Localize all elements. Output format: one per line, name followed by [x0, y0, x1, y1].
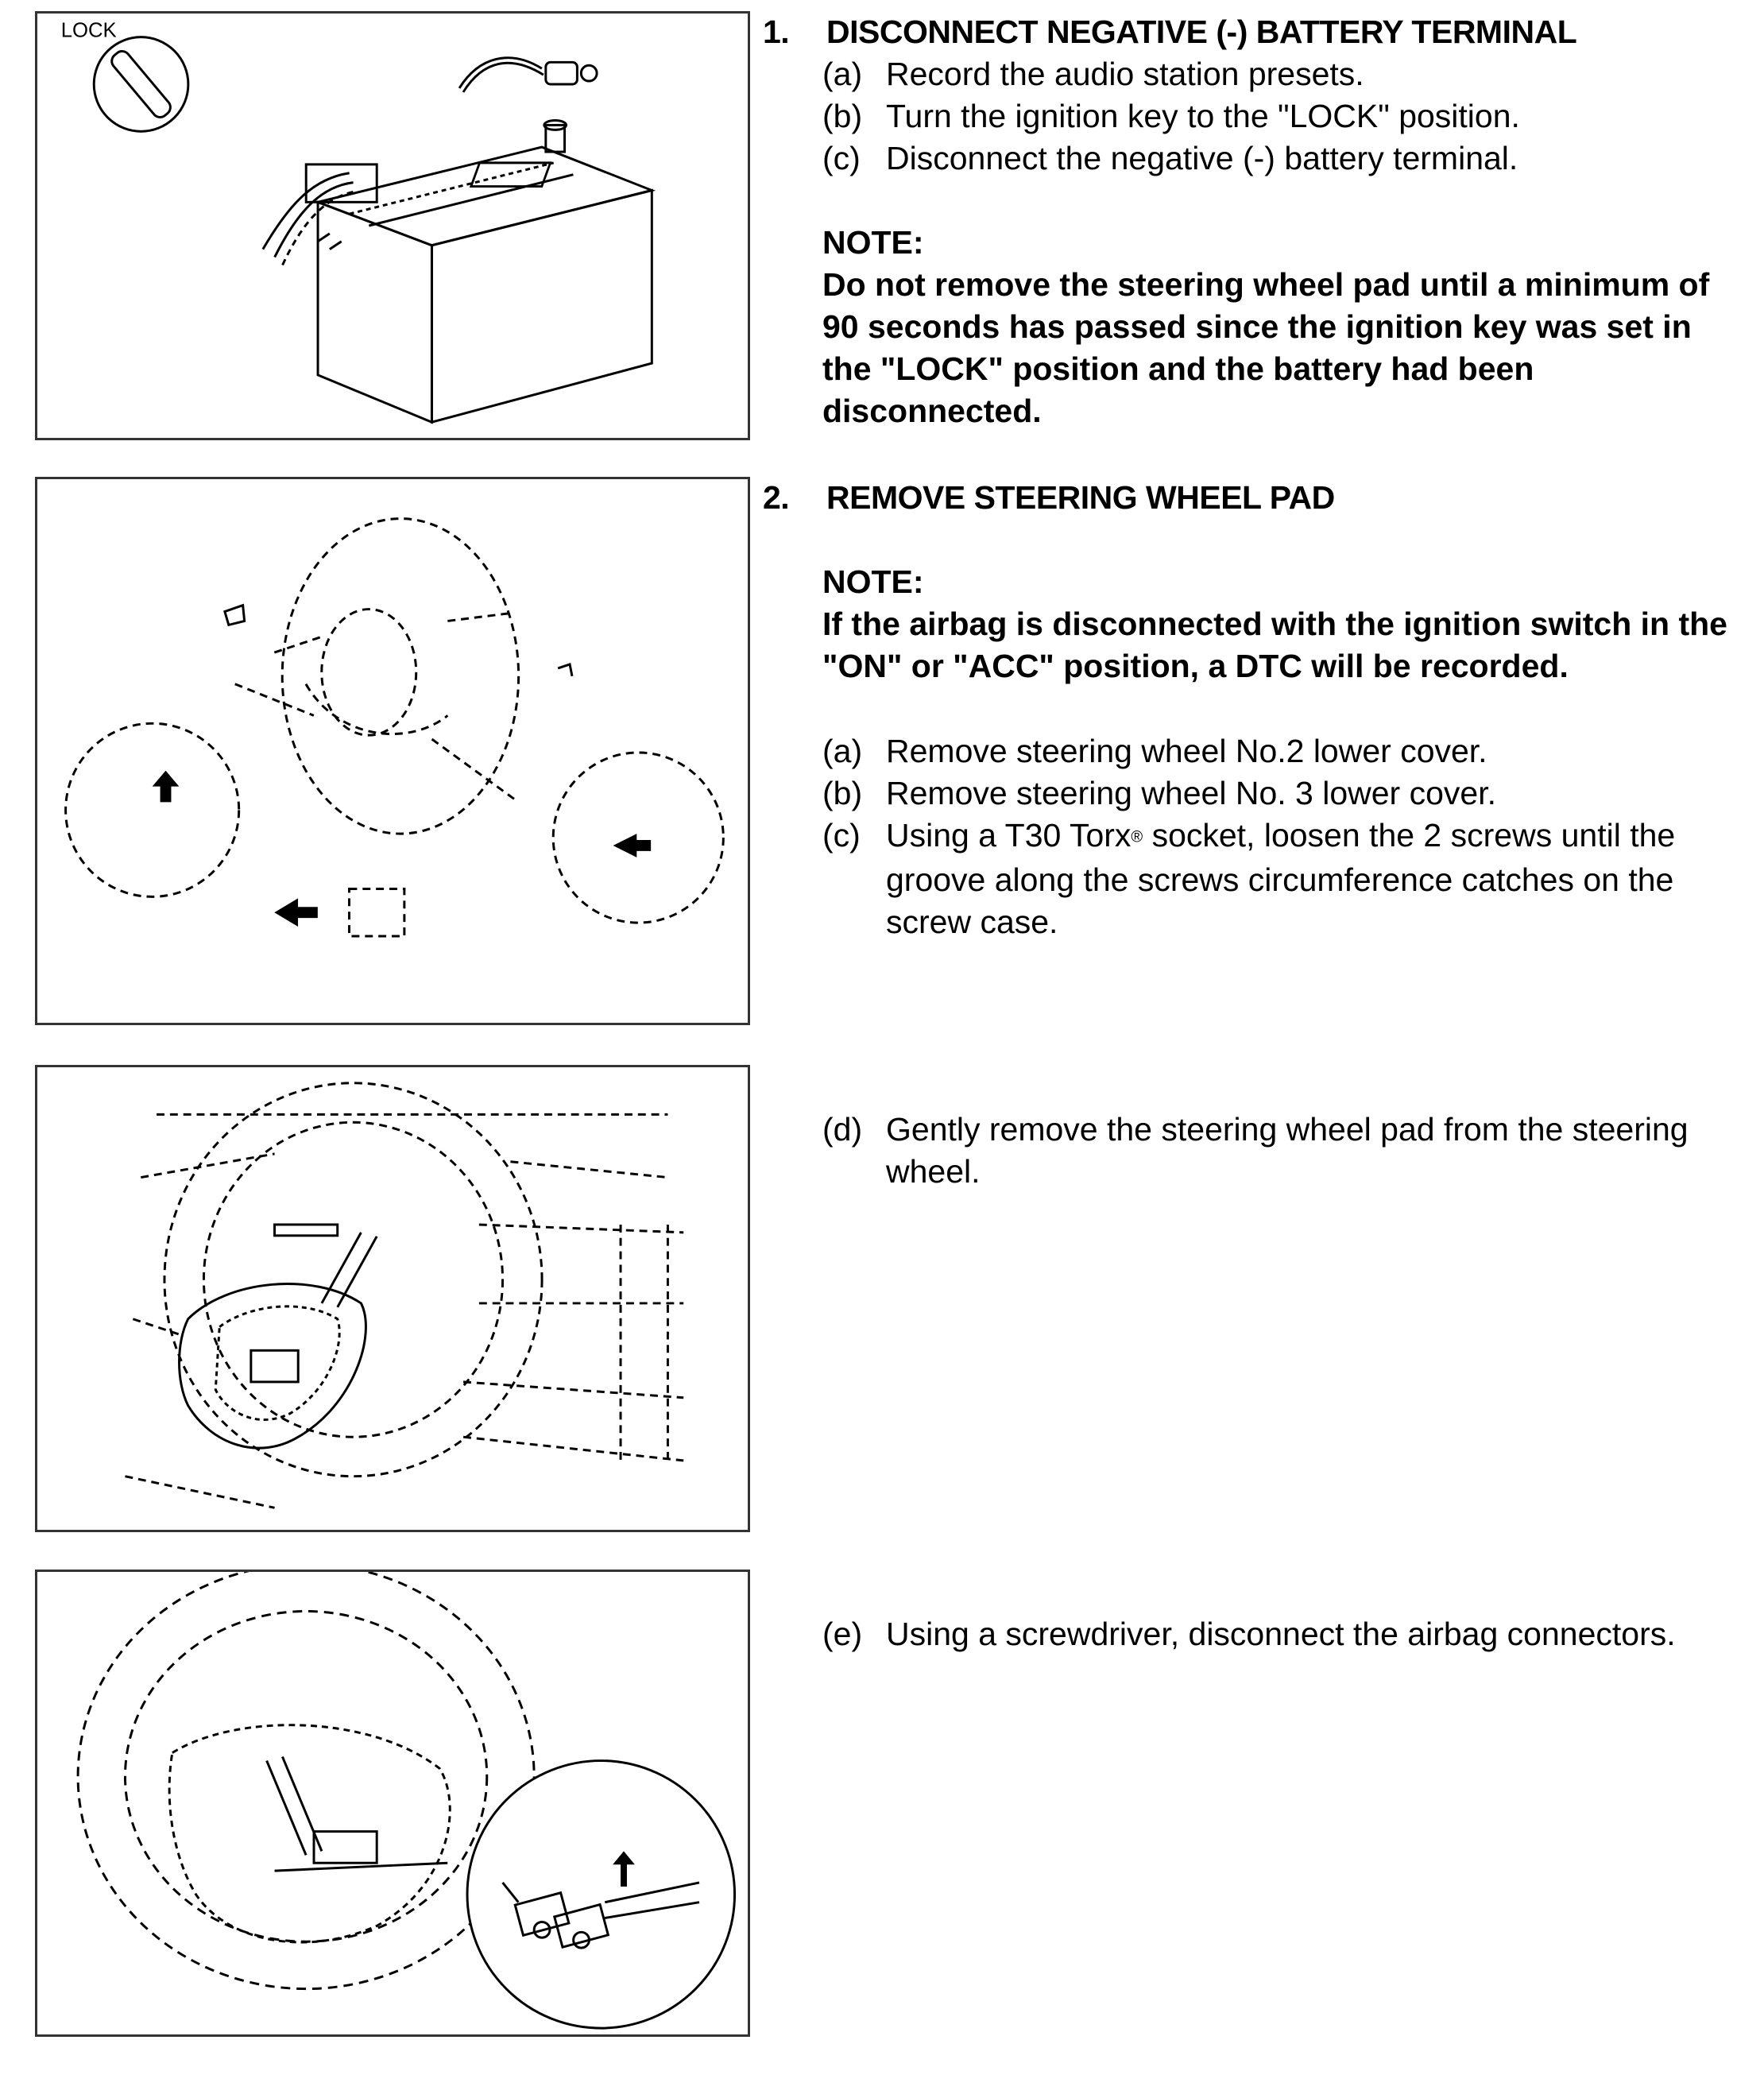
- item-text-before: Using a T30 Torx: [886, 817, 1132, 854]
- battery-illustration: LOCK: [61, 20, 656, 424]
- step-1b: (b) Turn the ignition key to the "LOCK" p…: [763, 95, 1748, 137]
- item-label: (b): [822, 98, 863, 134]
- step-1c: (c) Disconnect the negative (-) battery t…: [763, 137, 1748, 180]
- item-label: (b): [822, 775, 863, 811]
- spacer: [763, 519, 1748, 561]
- step-2e-section: (e) Using a screwdriver, disconnect the a…: [763, 1613, 1748, 1655]
- lock-label: LOCK: [61, 20, 117, 42]
- registered-mark: ®: [1131, 828, 1143, 846]
- note-label: NOTE:: [822, 563, 924, 600]
- spacer: [763, 687, 1748, 730]
- right-screw-callout: [551, 751, 725, 924]
- left-screw-callout: [64, 722, 241, 898]
- airbag-pad-icon: [178, 1223, 378, 1450]
- step-2e: (e) Using a screwdriver, disconnect the a…: [763, 1613, 1748, 1655]
- step-1-note: NOTE: Do not remove the steering wheel p…: [822, 222, 1748, 432]
- airbag-connector-figure: [35, 1570, 750, 2037]
- item-label: (a): [822, 56, 863, 92]
- step-1-section: 1. DISCONNECT NEGATIVE (-) BATTERY TERMIN…: [763, 11, 1748, 432]
- connector-icon: [501, 1881, 700, 1949]
- up-arrow-icon: [613, 1851, 635, 1887]
- step-2d-section: (d) Gently remove the steering wheel pad …: [763, 1109, 1748, 1193]
- item-label: (d): [822, 1111, 863, 1148]
- steering-wheel-screws-figure: [35, 477, 750, 1025]
- item-label: (c): [822, 817, 861, 854]
- step-1a: (a) Record the audio station presets.: [763, 53, 1748, 95]
- item-label: (e): [822, 1616, 863, 1652]
- airbag-connector-illustration: [76, 1572, 737, 2030]
- item-text: Turn the ignition key to the "LOCK" posi…: [886, 98, 1520, 134]
- step-2c: (c) Using a T30 Torx® socket, loosen the …: [763, 815, 1748, 943]
- ignition-key-icon: [92, 36, 190, 133]
- left-arrow-icon: [274, 898, 318, 927]
- connector-callout: [466, 1759, 737, 2030]
- note-text: If the airbag is disconnected with the i…: [822, 606, 1727, 684]
- battery-cable-icon: [458, 56, 598, 93]
- item-text: Disconnect the negative (-) battery term…: [886, 140, 1518, 176]
- steering-wheel-screws-illustration: [64, 517, 725, 938]
- battery-icon: [261, 119, 656, 424]
- up-arrow-icon: [152, 770, 180, 803]
- step-2-section: 2. REMOVE STEERING WHEEL PAD NOTE: If the…: [763, 477, 1748, 943]
- step-2-title: REMOVE STEERING WHEEL PAD: [826, 479, 1335, 516]
- airbag-pad-icon: [168, 1724, 451, 1944]
- note-label: NOTE:: [822, 224, 924, 261]
- step-1-heading: 1. DISCONNECT NEGATIVE (-) BATTERY TERMIN…: [763, 11, 1748, 53]
- spacer: [763, 180, 1748, 222]
- screw-case-icon: [347, 887, 406, 938]
- step-1-number: 1.: [763, 14, 790, 50]
- note-text: Do not remove the steering wheel pad unt…: [822, 266, 1710, 429]
- step-2-number: 2.: [763, 479, 790, 516]
- step-2d: (d) Gently remove the steering wheel pad …: [763, 1109, 1748, 1193]
- battery-figure: LOCK: [35, 11, 750, 440]
- step-2-heading: 2. REMOVE STEERING WHEEL PAD: [763, 477, 1748, 519]
- item-label: (c): [822, 140, 861, 176]
- step-2a: (a) Remove steering wheel No.2 lower cove…: [763, 730, 1748, 772]
- item-label: (a): [822, 733, 863, 769]
- steering-wheel-outline: [280, 517, 520, 835]
- item-text: Record the audio station presets.: [886, 56, 1364, 92]
- steering-wheel-outline: [76, 1572, 536, 1990]
- item-text: Gently remove the steering wheel pad fro…: [886, 1111, 1689, 1190]
- steering-hub-outline: [320, 608, 418, 737]
- step-2-note: NOTE: If the airbag is disconnected with…: [822, 561, 1748, 687]
- remove-pad-illustration: [125, 1082, 684, 1509]
- item-text: Remove steering wheel No. 3 lower cover.: [886, 775, 1496, 811]
- remove-pad-figure: [35, 1065, 750, 1532]
- item-text-after: socket, loosen the 2 screws until the gr…: [886, 817, 1676, 940]
- step-2b: (b) Remove steering wheel No. 3 lower cov…: [763, 772, 1748, 815]
- bolt-icon: [223, 603, 246, 627]
- arrow-icons: [152, 770, 652, 927]
- steering-wheel-outline: [163, 1082, 544, 1478]
- item-text: Using a screwdriver, disconnect the airb…: [886, 1616, 1676, 1652]
- item-text: Remove steering wheel No.2 lower cover.: [886, 733, 1487, 769]
- step-1-title: DISCONNECT NEGATIVE (-) BATTERY TERMINAL: [826, 14, 1577, 50]
- screw-arrow-icon: [613, 834, 652, 857]
